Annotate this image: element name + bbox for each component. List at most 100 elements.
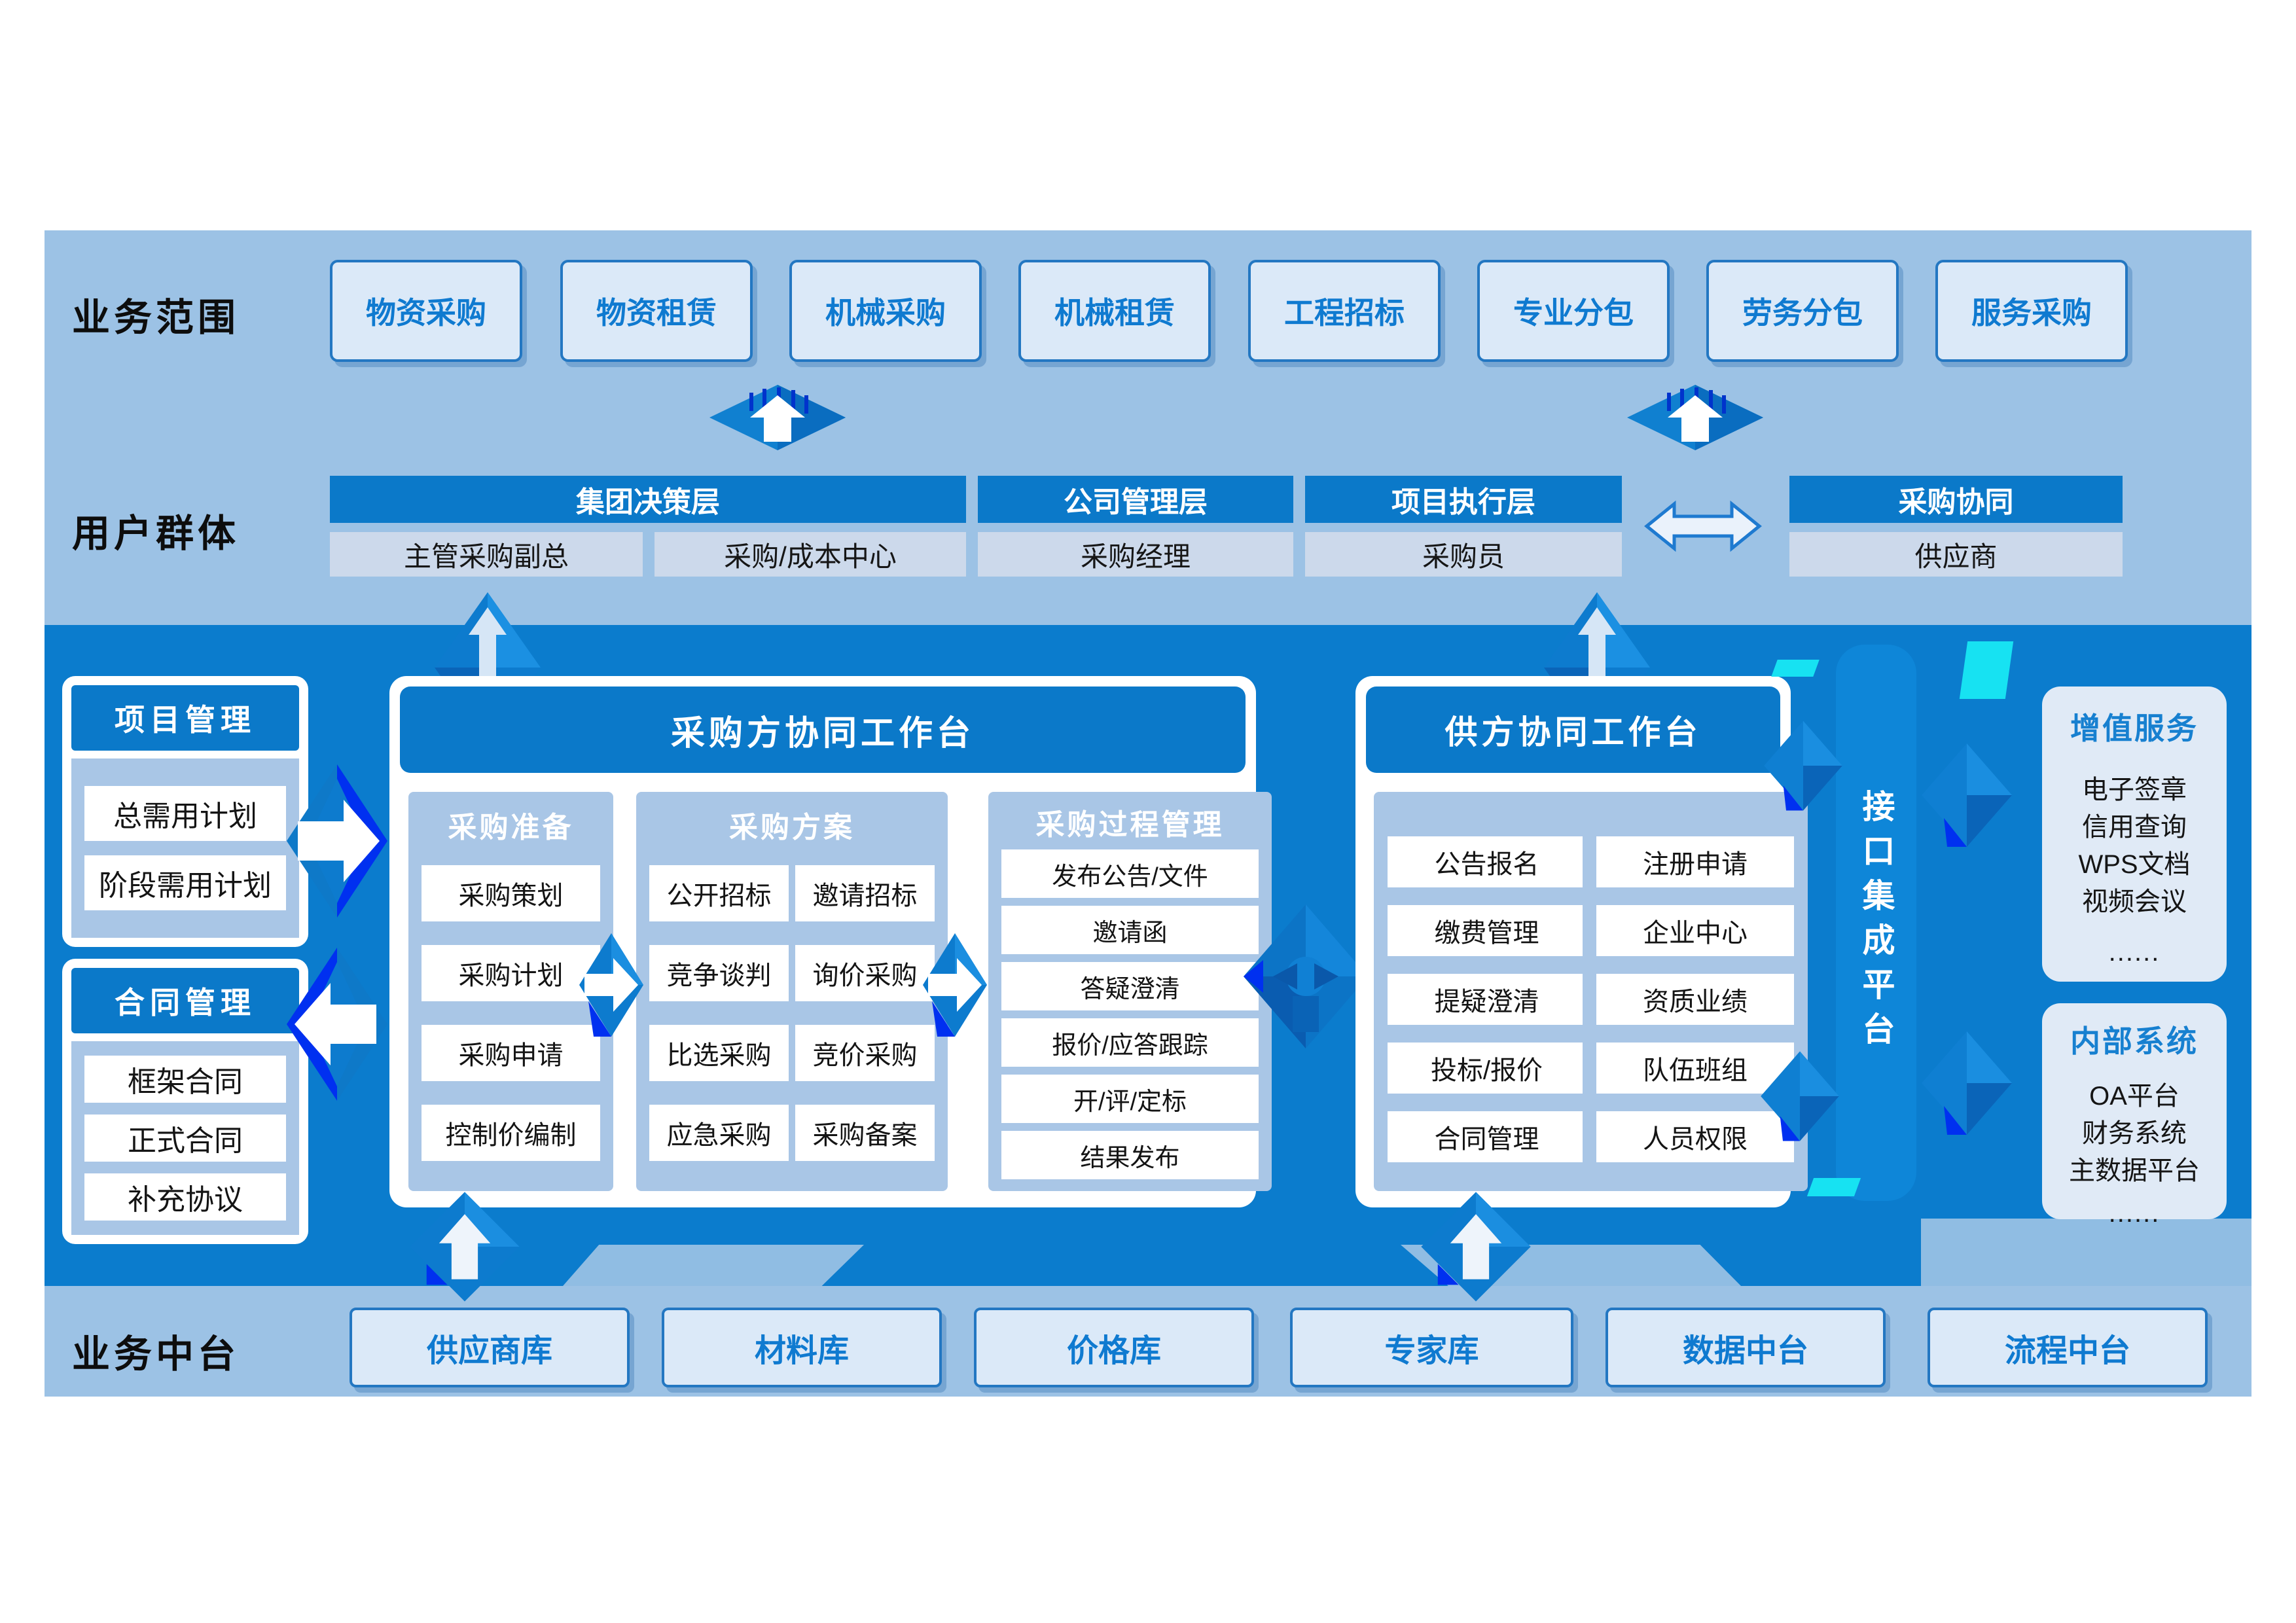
procure-prep-item: 采购申请	[422, 1025, 600, 1081]
platform-item: 价格库	[974, 1308, 1254, 1387]
group-header: 公司管理层	[978, 476, 1293, 523]
buyer-workbench-title: 采购方协同工作台	[400, 687, 1246, 773]
value-added-item: 信用查询	[2082, 813, 2187, 842]
supplier-workbench-title: 供方协同工作台	[1366, 687, 1780, 773]
scope-item: 物资采购	[330, 260, 522, 362]
decor-cyan-accent	[1771, 660, 1820, 677]
supplier-item: 公告报名	[1388, 836, 1586, 887]
diamond-connector-icon	[1761, 1051, 1839, 1141]
scope-item: 服务采购	[1935, 260, 2128, 362]
value-added-item: 视频会议	[2082, 887, 2187, 916]
contract-management-title: 合同管理	[71, 968, 299, 1033]
platform-item: 数据中台	[1605, 1308, 1886, 1387]
platform-item: 流程中台	[1928, 1308, 2208, 1387]
supplier-item: 合同管理	[1388, 1111, 1586, 1162]
right-arrow-connector-icon	[287, 764, 387, 918]
decor-floor-shape	[563, 1245, 864, 1286]
supplier-workbench-card: 供方协同工作台 公告报名 缴费管理 提疑澄清 投标/报价 合同管理 注册申请 企…	[1355, 676, 1808, 1207]
integration-platform-bar: 接口集成平台	[1836, 645, 1916, 1201]
internal-systems-item: OA平台	[2089, 1082, 2179, 1111]
procure-plan-item: 竞争谈判	[649, 945, 789, 1001]
small-right-arrow-icon	[579, 933, 643, 1037]
procure-plan-item: 竞价采购	[795, 1025, 935, 1081]
business-scope-label: 业务范围	[72, 296, 240, 339]
up-arrow-connector-icon	[410, 1192, 520, 1302]
procure-prep-item: 控制价编制	[422, 1105, 600, 1161]
left-right-arrow-icon	[1644, 500, 1762, 552]
procure-plan-item: 比选采购	[649, 1025, 789, 1081]
procure-process-item: 报价/应答跟踪	[1001, 1018, 1259, 1067]
decor-cyan-accent	[1959, 641, 2014, 699]
procure-plan-item: 采购备案	[795, 1105, 935, 1161]
scope-item: 劳务分包	[1706, 260, 1899, 362]
platform-item: 材料库	[662, 1308, 942, 1387]
left-arrow-connector-icon	[287, 948, 387, 1101]
group-member: 采购/成本中心	[655, 532, 966, 577]
user-groups-label: 用户群体	[72, 512, 240, 555]
project-management-item: 阶段需用计划	[84, 855, 286, 910]
procure-process-item: 发布公告/文件	[1001, 849, 1259, 898]
procure-plan-title: 采购方案	[729, 812, 855, 844]
procure-process-item: 邀请函	[1001, 906, 1259, 954]
supplier-panel-left: 公告报名 缴费管理 提疑澄清 投标/报价 合同管理	[1374, 792, 1600, 1191]
value-added-services-card: 增值服务 电子签章 信用查询 WPS文档 视频会议 ......	[2042, 687, 2227, 982]
value-added-item: WPS文档	[2078, 850, 2191, 879]
group-member: 主管采购副总	[330, 532, 643, 577]
scope-item: 专业分包	[1477, 260, 1670, 362]
value-added-title: 增值服务	[2070, 711, 2198, 745]
internal-systems-item: ......	[2108, 1199, 2161, 1228]
supplier-item: 提疑澄清	[1388, 974, 1586, 1025]
supplier-panel-right: 注册申请 企业中心 资质业绩 队伍班组 人员权限	[1583, 792, 1808, 1191]
diamond-connector-icon	[1922, 1031, 2012, 1135]
supplier-item: 队伍班组	[1596, 1043, 1794, 1094]
project-management-item: 总需用计划	[84, 786, 286, 841]
group-member: 采购员	[1305, 532, 1622, 577]
scope-item: 机械租赁	[1018, 260, 1211, 362]
integration-platform-title: 接口集成平台	[1857, 789, 1895, 1056]
diamond-connector-icon	[1764, 721, 1842, 811]
internal-systems-card: 内部系统 OA平台 财务系统 主数据平台 ......	[2042, 1003, 2227, 1228]
contract-management-item: 框架合同	[84, 1056, 286, 1103]
buyer-workbench-card: 采购方协同工作台 采购准备 采购策划 采购计划 采购申请 控制价编制 采购方案 …	[389, 676, 1272, 1207]
supplier-item: 投标/报价	[1388, 1043, 1586, 1094]
scope-item: 物资租赁	[560, 260, 753, 362]
small-right-arrow-icon	[923, 933, 987, 1037]
project-management-card: 项目管理 总需用计划 阶段需用计划	[62, 676, 308, 947]
procure-plan-item: 询价采购	[795, 945, 935, 1001]
scope-item: 机械采购	[789, 260, 982, 362]
project-management-title: 项目管理	[71, 685, 299, 751]
procure-plan-panel: 采购方案 公开招标 竞争谈判 比选采购 应急采购 邀请招标 询价采购 竞价采购 …	[636, 792, 948, 1191]
up-arrow-connector-icon	[1627, 385, 1763, 450]
internal-systems-item: 主数据平台	[2069, 1156, 2200, 1185]
procure-plan-item: 公开招标	[649, 865, 789, 921]
supplier-item: 缴费管理	[1388, 905, 1586, 956]
procure-process-title: 采购过程管理	[1035, 809, 1225, 841]
scope-item: 工程招标	[1248, 260, 1441, 362]
procure-prep-panel: 采购准备 采购策划 采购计划 采购申请 控制价编制	[408, 792, 613, 1191]
group-member: 供应商	[1789, 532, 2123, 577]
supplier-item: 资质业绩	[1596, 974, 1794, 1025]
contract-management-card: 合同管理 框架合同 正式合同 补充协议	[62, 959, 308, 1244]
procure-prep-title: 采购准备	[448, 812, 574, 844]
up-arrow-connector-icon	[1421, 1192, 1531, 1302]
decor-floor-shape	[1921, 1219, 2251, 1286]
supplier-item: 注册申请	[1596, 836, 1794, 887]
value-added-item: ......	[2108, 938, 2161, 967]
diamond-connector-icon	[1922, 743, 2012, 847]
contract-management-item: 正式合同	[84, 1115, 286, 1162]
procure-process-item: 开/评/定标	[1001, 1075, 1259, 1123]
platform-item: 供应商库	[350, 1308, 630, 1387]
contract-management-item: 补充协议	[84, 1173, 286, 1221]
bidirectional-diamond-icon	[1244, 904, 1368, 1048]
supplier-item: 企业中心	[1596, 905, 1794, 956]
procure-process-item: 结果发布	[1001, 1131, 1259, 1179]
procure-plan-item: 应急采购	[649, 1105, 789, 1161]
supplier-item: 人员权限	[1596, 1111, 1794, 1162]
platform-item: 专家库	[1290, 1308, 1573, 1387]
procure-process-item: 答疑澄清	[1001, 962, 1259, 1010]
group-header: 集团决策层	[330, 476, 966, 523]
group-header: 采购协同	[1789, 476, 2123, 523]
procure-plan-item: 邀请招标	[795, 865, 935, 921]
internal-systems-title: 内部系统	[2070, 1024, 2198, 1058]
